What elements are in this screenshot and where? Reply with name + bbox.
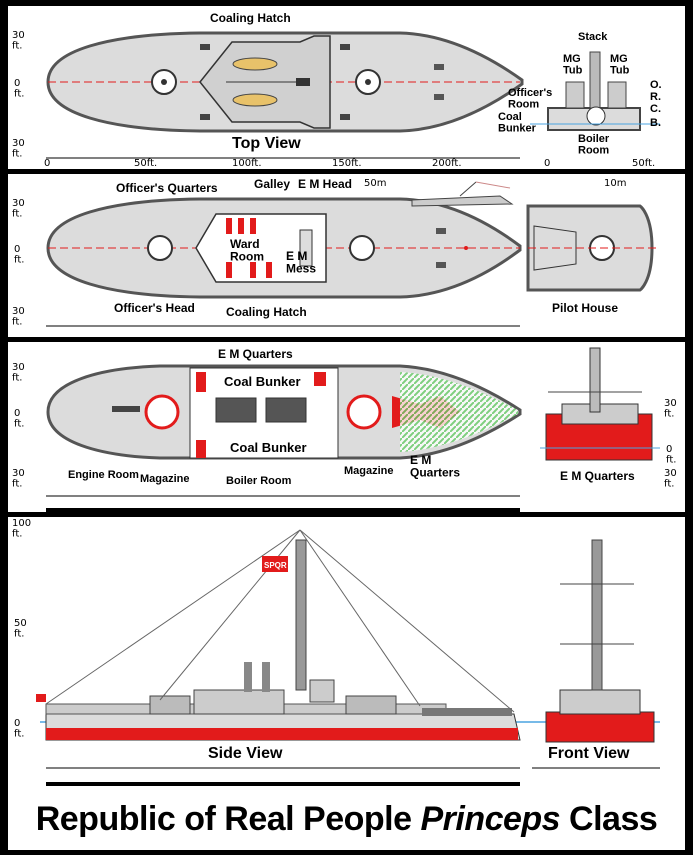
title-band: [8, 795, 685, 850]
label-magazine-right: Magazine: [344, 465, 394, 477]
label-boiler-room-hold: Boiler Room: [226, 475, 292, 487]
label-c: C.: [650, 103, 661, 115]
label-em-quarters-top: E M Quarters: [218, 347, 293, 361]
title-ship-name: Princeps: [420, 800, 561, 838]
scale-bar-4: [46, 767, 660, 786]
scale-bar-3: [46, 495, 520, 512]
label-coal-bunker-bottom: Coal Bunker: [230, 440, 307, 455]
label-coal-bunker-top: Coal Bunker: [224, 374, 301, 389]
title-prefix: Republic of Real People: [35, 800, 421, 838]
ft-tick-150: 150ft.: [332, 158, 362, 169]
label-coaling-hatch-top: Coaling Hatch: [210, 11, 291, 25]
hold-view-section: [540, 347, 660, 461]
label-galley: Galley: [254, 177, 290, 191]
section-ft-0: 0: [544, 158, 550, 169]
panel-side-view: [8, 517, 685, 795]
label-r: R.: [650, 91, 661, 103]
front-view-ship: [545, 539, 655, 743]
title-suffix: Class: [560, 800, 658, 838]
ft-tick-50: 50ft.: [134, 158, 157, 169]
label-b: B.: [650, 117, 661, 129]
deck-view-hull: [46, 197, 522, 299]
label-o: O.: [650, 79, 662, 91]
label-stack: Stack: [578, 31, 608, 43]
label-em-quarters-section: E M Quarters: [560, 469, 635, 483]
ft-tick-200: 200ft.: [432, 158, 462, 169]
front-view-title: Front View: [548, 745, 630, 762]
top-view-section: [530, 51, 660, 131]
hold-view-hull: [46, 364, 522, 460]
flag-text: SPQR: [264, 561, 287, 570]
top-view-hull: [46, 31, 524, 133]
pilot-house-section: [526, 204, 660, 292]
m-tick-label: 50m: [364, 178, 386, 189]
m-tick-label-short: 10m: [604, 178, 626, 189]
hold-view-text: E M Quarters Coal Bunker Coal Bunker Eng…: [12, 347, 677, 490]
deck-view-mini-side: [411, 181, 514, 207]
label-pilot-house: Pilot House: [552, 301, 618, 315]
ft-tick-100: 100ft.: [232, 158, 262, 169]
ft-tick-0: 0: [44, 158, 50, 169]
scale-bar-1: [46, 157, 520, 174]
side-view-title: Side View: [208, 745, 283, 762]
top-view-title: Top View: [232, 135, 301, 152]
label-coaling-hatch-deck: Coaling Hatch: [226, 305, 307, 319]
scale-labels: 0 50ft. 100ft. 150ft. 200ft. 50m 10m 0 5…: [44, 158, 655, 189]
scale-bar-2: [46, 325, 520, 342]
page-title: Republic of Real People Princeps Class: [0, 800, 693, 839]
label-officers-quarters: Officer's Quarters: [116, 181, 218, 195]
side-view-ship: [36, 529, 660, 741]
label-engine-room: Engine Room: [68, 469, 139, 481]
label-magazine-left: Magazine: [140, 473, 190, 485]
section-ft-50: 50ft.: [632, 158, 655, 169]
label-em-head: E M Head: [298, 177, 352, 191]
label-officers-head: Officer's Head: [114, 301, 195, 315]
